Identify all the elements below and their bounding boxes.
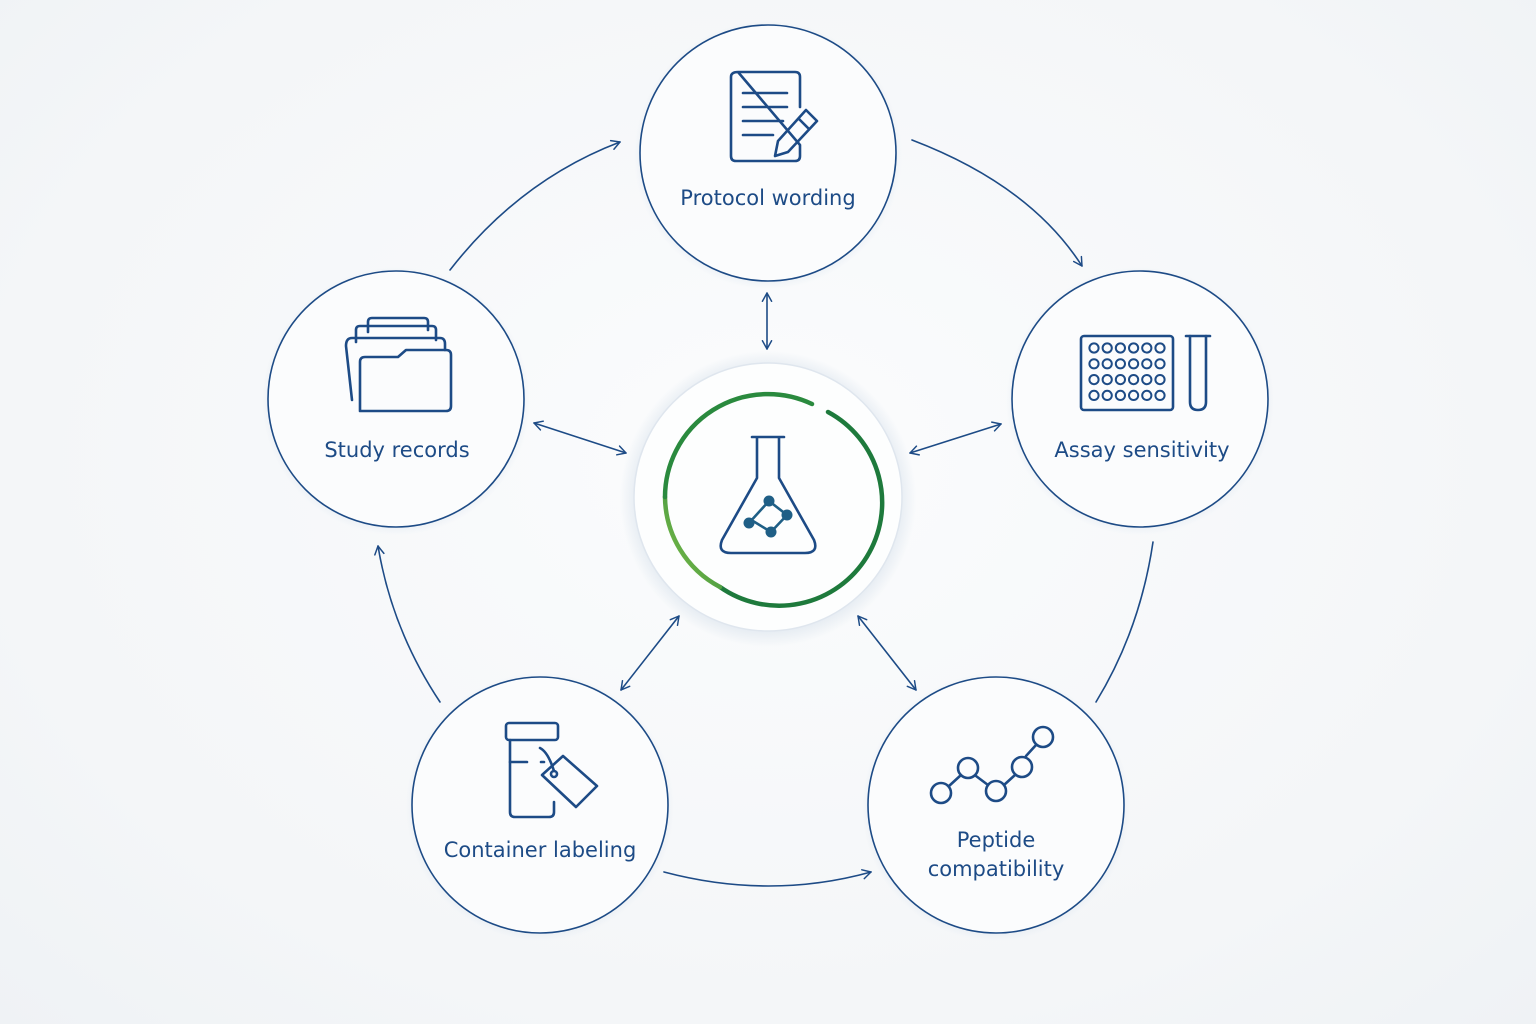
flask-molecule-icon <box>719 435 817 555</box>
well-circle <box>1154 374 1166 386</box>
well-circle <box>1114 358 1127 370</box>
well-circle <box>1128 374 1140 386</box>
folders-icon <box>344 316 453 413</box>
document-pencil-icon <box>729 70 819 163</box>
link-hub-container <box>620 615 680 691</box>
labeled-container-icon <box>504 721 599 819</box>
well-circle <box>1101 374 1113 386</box>
well-circle <box>1141 358 1153 370</box>
node-label: Container labeling <box>444 838 637 862</box>
well-circle <box>1154 389 1166 401</box>
arrow-protocol-to-assay <box>911 139 1083 267</box>
node-label-line-1: Peptide <box>957 828 1035 852</box>
well-circle <box>1154 342 1166 354</box>
cycle-connectors <box>374 139 1154 887</box>
well-circle <box>1088 342 1100 354</box>
well-circle <box>1114 389 1127 401</box>
well-circle <box>1114 342 1127 354</box>
well-circle <box>1128 358 1140 370</box>
hub-connectors <box>533 292 1002 691</box>
well-circle <box>1141 374 1153 386</box>
molecule-glyph <box>743 495 793 538</box>
node-study-records[interactable]: Study records <box>262 267 530 535</box>
arrow-container-to-peptide <box>663 869 872 887</box>
well-circle <box>1101 358 1113 370</box>
well-circle <box>1128 342 1140 354</box>
node-peptide-compatibility[interactable]: Peptide compatibility <box>862 673 1130 941</box>
arrow-records-to-protocol <box>449 139 621 271</box>
link-hub-records <box>533 420 627 456</box>
node-label: Study records <box>324 438 469 462</box>
arrow-container-to-records <box>374 545 441 703</box>
node-assay-sensitivity[interactable]: Assay sensitivity <box>1006 267 1274 535</box>
well-circle <box>1088 358 1100 370</box>
peptide-chain-icon <box>929 725 1055 805</box>
node-container-labeling[interactable]: Container labeling <box>406 673 674 941</box>
center-hub <box>620 351 916 647</box>
well-circle <box>1141 342 1153 354</box>
center-progress-ring <box>662 391 885 608</box>
node-label-line-2: compatibility <box>928 857 1065 881</box>
node-label: Assay sensitivity <box>1054 438 1229 462</box>
well-circle <box>1154 358 1166 370</box>
arrow-assay-to-peptide <box>1095 541 1154 703</box>
link-hub-assay <box>909 421 1002 456</box>
well-circle <box>1128 389 1140 401</box>
well-circle <box>1114 374 1127 386</box>
node-protocol-wording[interactable]: Protocol wording <box>634 21 902 289</box>
well-circle <box>1101 342 1113 354</box>
well-circle <box>1088 374 1100 386</box>
test-tube-icon <box>1184 334 1212 412</box>
link-hub-peptide <box>857 615 917 691</box>
well-plate-icon <box>1079 334 1175 412</box>
well-circle <box>1101 389 1113 401</box>
well-circle <box>1141 389 1153 401</box>
node-label: Protocol wording <box>680 186 855 210</box>
well-circle <box>1088 389 1100 401</box>
